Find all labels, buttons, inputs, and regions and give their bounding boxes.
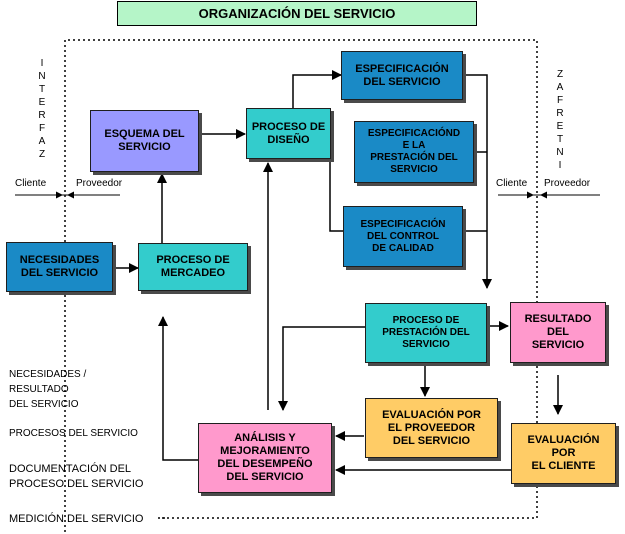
line-espec-to-prestacion <box>464 74 492 289</box>
arrow-diseno-espec-servicio <box>292 70 342 109</box>
proveedor-label-left: Proveedor <box>76 178 123 189</box>
line-diseno-espec-control <box>329 160 343 232</box>
cliente-label-left: Cliente <box>15 178 47 189</box>
proveedor-label-right: Proveedor <box>544 178 591 189</box>
box-analisis-mejoramiento: ANÁLISIS Y MEJORAMIENTO DEL DESEMPEÑO DE… <box>198 423 332 493</box>
arrow-prestacion-analisis <box>278 326 365 411</box>
box-proceso-diseno: PROCESO DE DISEÑO <box>246 108 331 159</box>
box-proceso-mercadeo: PROCESO DE MERCADEO <box>138 243 248 291</box>
diagram-title: ORGANIZACIÓN DEL SERVICIO <box>117 1 477 26</box>
box-especificacion-prestacion: ESPECIFICACIÓND E LA PRESTACIÓN DEL SERV… <box>354 121 474 183</box>
label-procesos: PROCESOS DEL SERVICIO <box>9 428 138 439</box>
box-especificacion-control: ESPECIFICACIÓN DEL CONTROL DE CALIDAD <box>343 206 463 267</box>
box-esquema-servicio: ESQUEMA DEL SERVICIO <box>90 110 199 172</box>
box-necesidades-servicio: NECESIDADES DEL SERVICIO <box>6 242 113 292</box>
box-evaluacion-proveedor: EVALUACIÓN POR EL PROVEEDOR DEL SERVICIO <box>365 398 498 458</box>
box-proceso-prestacion: PROCESO DE PRESTACIÓN DEL SERVICIO <box>365 303 487 363</box>
label-documentacion: DOCUMENTACIÓN DEL PROCESO DEL SERVICIO <box>9 463 144 490</box>
cliente-label-right: Cliente <box>496 178 528 189</box>
box-evaluacion-cliente: EVALUACIÓN POR EL CLIENTE <box>511 423 616 484</box>
label-necesidades-resultado: NECESIDADES / RESULTADO DEL SERVICIO <box>9 369 87 410</box>
box-especificacion-servicio: ESPECIFICACIÓN DEL SERVICIO <box>341 51 463 100</box>
arrow-analisis-mercadeo <box>158 316 198 461</box>
label-medicion: MEDICIÓN DEL SERVICIO <box>9 513 144 525</box>
box-resultado-servicio: RESULTADO DEL SERVICIO <box>510 302 606 363</box>
